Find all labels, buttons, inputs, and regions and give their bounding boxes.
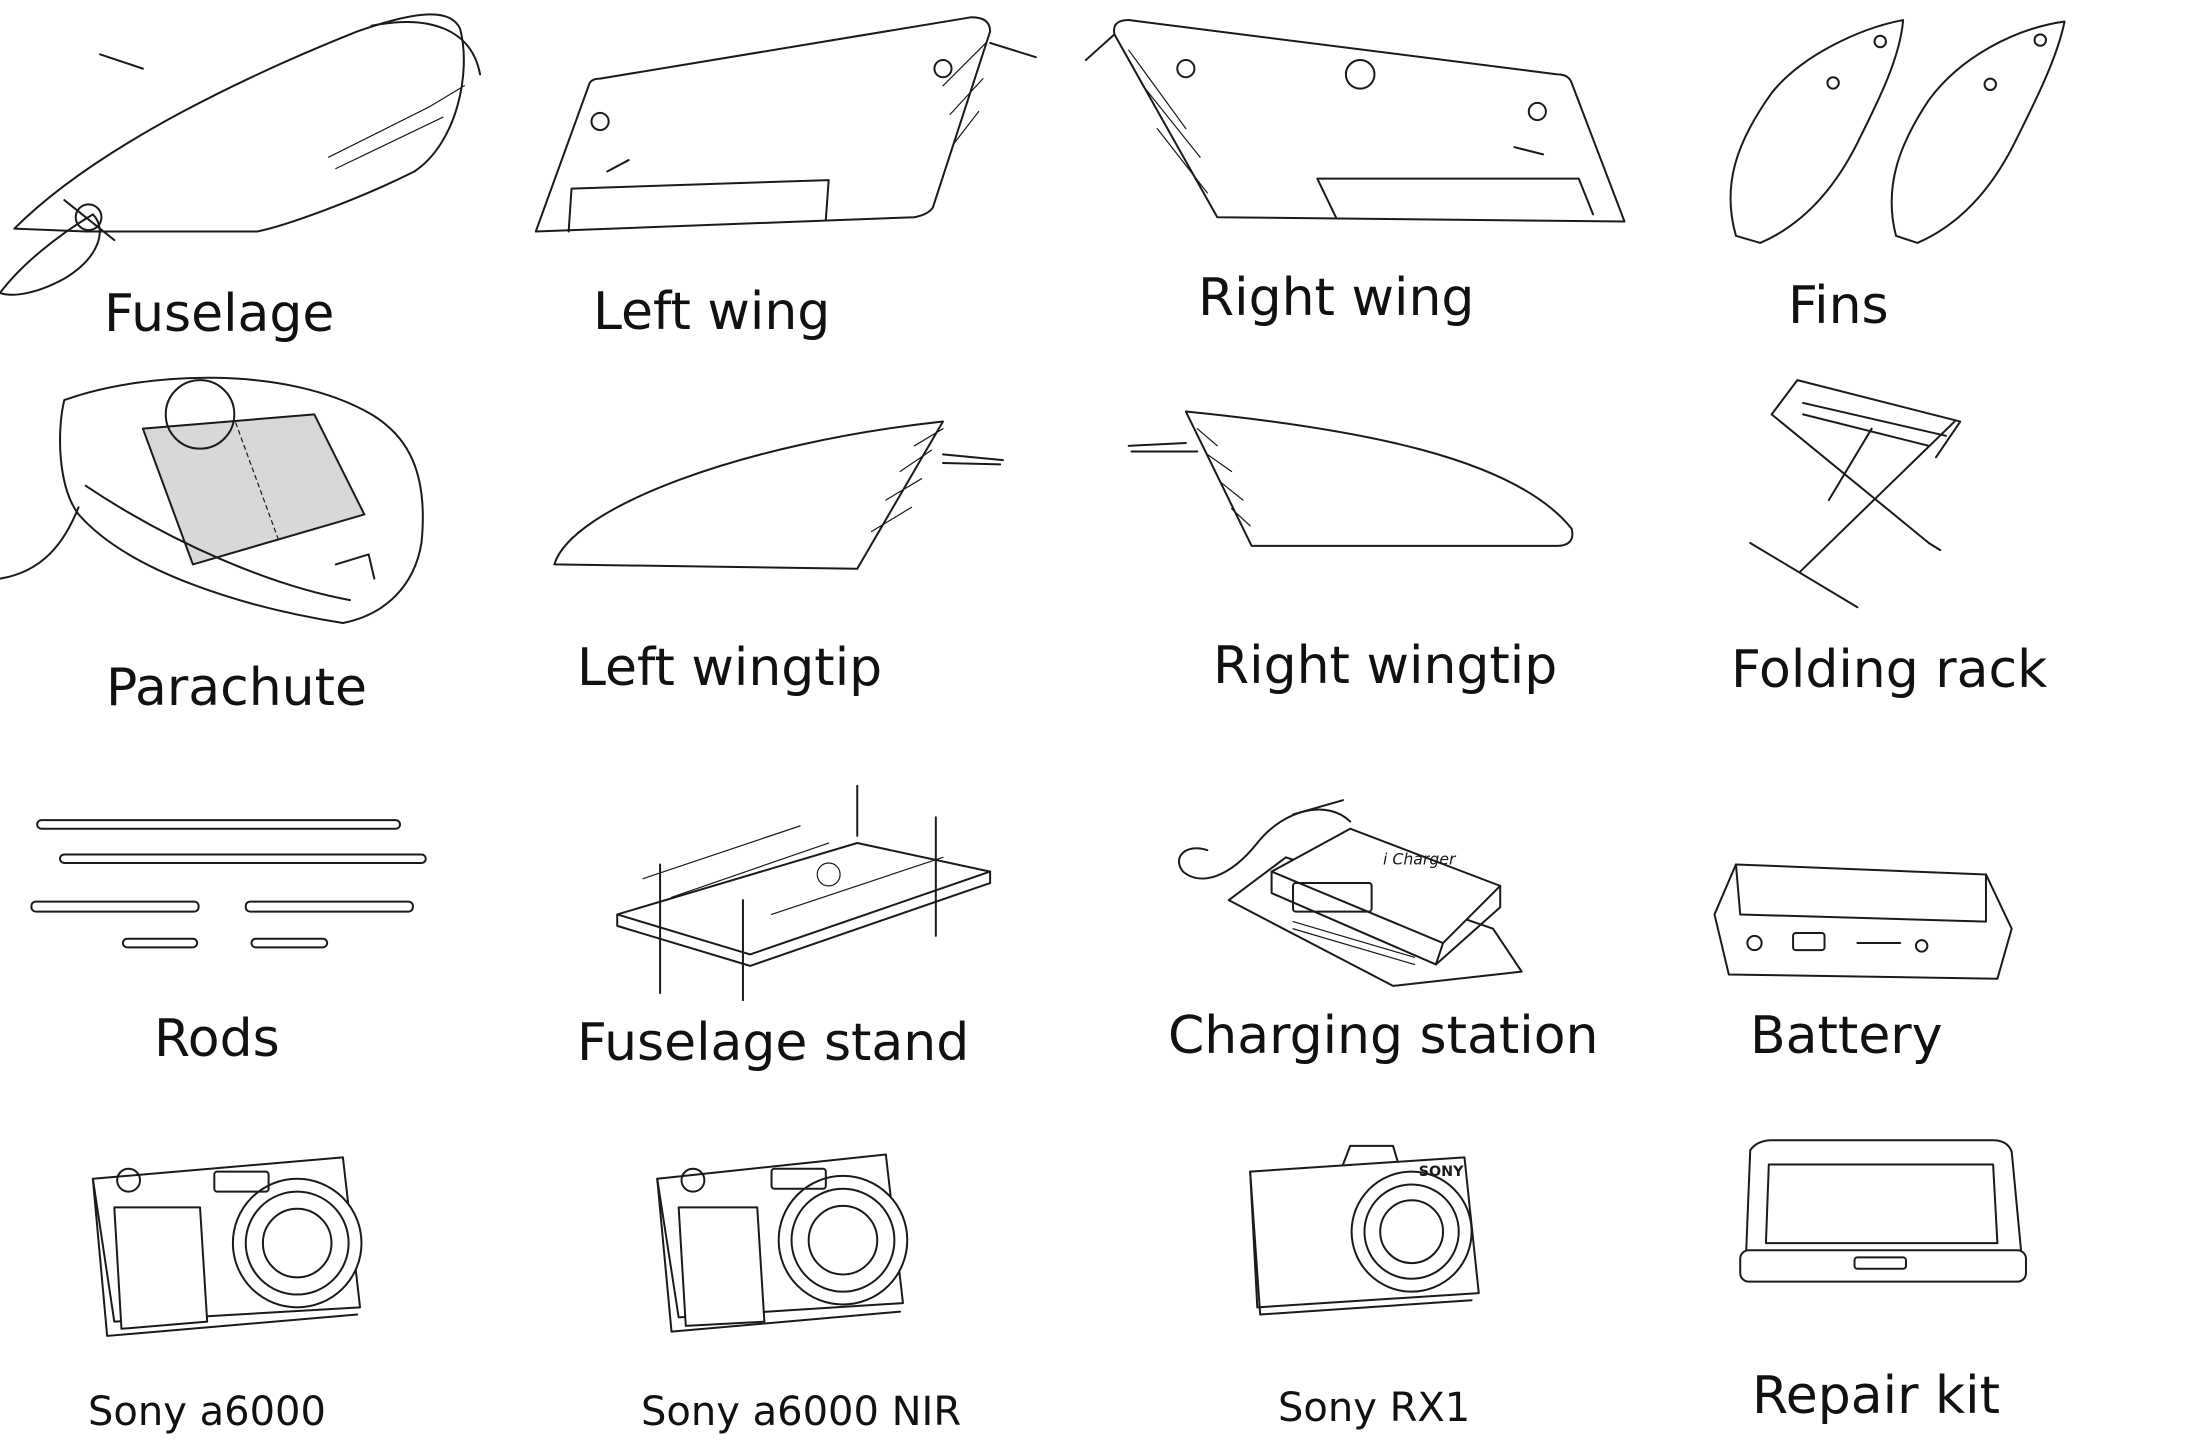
label-battery: Battery xyxy=(1750,1006,1943,1066)
label-right-wing: Right wing xyxy=(1198,268,1475,328)
label-folding-rack: Folding rack xyxy=(1731,640,2048,700)
camera-brand-label: SONY xyxy=(1419,1164,1464,1180)
label-sony-a6000: Sony a6000 xyxy=(88,1389,326,1435)
left-wingtip-icon xyxy=(554,422,1003,569)
label-left-wing: Left wing xyxy=(593,282,831,342)
label-fuselage: Fuselage xyxy=(104,284,335,344)
rods-icon xyxy=(31,820,425,947)
left-wing-icon xyxy=(536,17,1036,231)
label-sony-a6000-nir: Sony a6000 NIR xyxy=(641,1389,962,1435)
label-parachute: Parachute xyxy=(106,658,368,718)
charger-brand-label: i Charger xyxy=(1383,849,1457,868)
folding-rack-icon xyxy=(1750,380,1960,607)
camera-sony-rx1-icon: SONY xyxy=(1250,1146,1479,1315)
right-wing-icon xyxy=(1086,20,1625,221)
camera-sony-a6000-icon xyxy=(93,1157,362,1336)
label-fins: Fins xyxy=(1788,276,1889,336)
label-repair-kit: Repair kit xyxy=(1752,1366,2000,1426)
label-sony-rx1: Sony RX1 xyxy=(1278,1385,1471,1431)
fins-icon xyxy=(1730,20,2064,243)
label-charging-station: Charging station xyxy=(1168,1006,1599,1066)
fuselage-icon xyxy=(0,14,480,294)
label-rods: Rods xyxy=(154,1009,280,1069)
label-left-wingtip: Left wingtip xyxy=(577,638,883,698)
battery-icon xyxy=(1715,864,2012,978)
fuselage-stand-icon xyxy=(617,786,990,1000)
label-right-wingtip: Right wingtip xyxy=(1213,636,1558,696)
right-wingtip-icon xyxy=(1129,412,1573,546)
parachute-icon xyxy=(0,378,423,623)
repair-kit-icon xyxy=(1740,1140,2026,1281)
label-fuselage-stand: Fuselage stand xyxy=(577,1013,970,1073)
charging-station-icon: i Charger xyxy=(1179,800,1522,986)
camera-sony-a6000-nir-icon xyxy=(657,1154,907,1331)
